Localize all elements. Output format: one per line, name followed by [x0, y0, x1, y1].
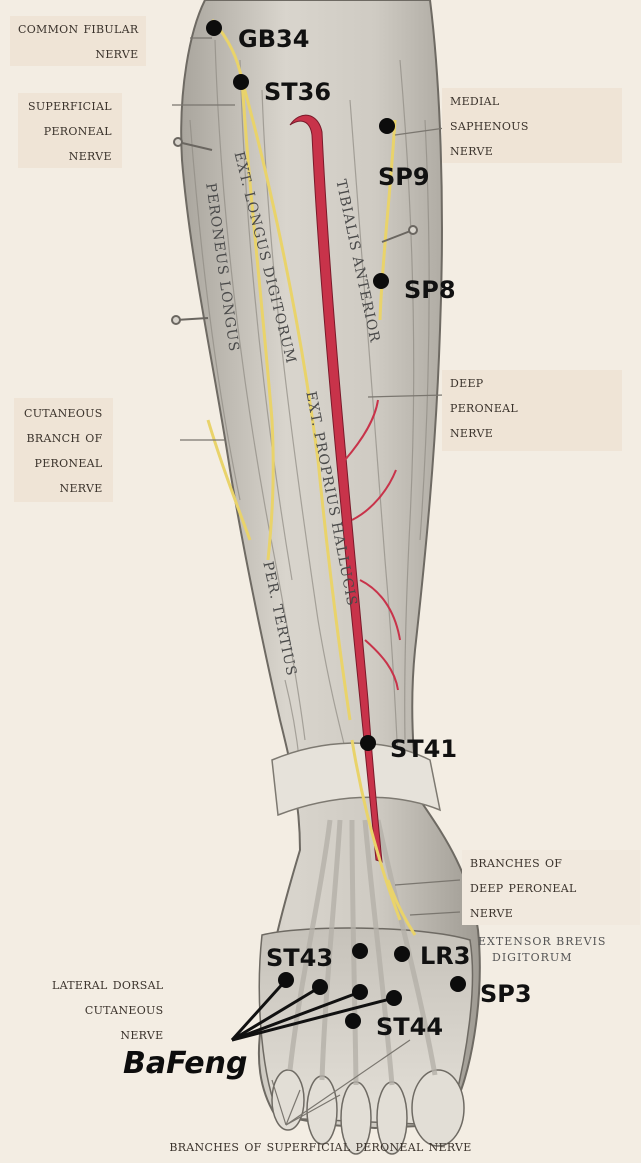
point-bafeng-dot-3: [352, 984, 368, 1000]
point-gb34-dot: [206, 20, 222, 36]
label-line: NERVE: [24, 475, 103, 500]
point-bafeng-dot-4: [386, 990, 402, 1006]
point-sp9-label: SP9: [378, 165, 430, 189]
point-st41-label: ST41: [390, 737, 457, 761]
point-sp3-label: SP3: [480, 982, 532, 1006]
label-line: PERONEAL: [24, 450, 103, 475]
label-line: DEEP PERONEAL: [470, 875, 640, 900]
point-st36-dot: [233, 74, 249, 90]
label-line: SUPERFICIAL: [28, 93, 112, 118]
label-common-fibular-nerve: COMMON FIBULAR NERVE: [10, 16, 146, 66]
label-line: NERVE: [52, 1022, 163, 1047]
label-line: COMMON FIBULAR: [18, 16, 138, 41]
label-line: CUTANEOUS: [52, 997, 163, 1022]
label-deep-peroneal-nerve: DEEP PERONEAL NERVE: [442, 370, 622, 451]
point-sp8-dot: [373, 273, 389, 289]
label-superficial-peroneal-nerve: SUPERFICIAL PERONEAL NERVE: [18, 93, 122, 168]
label-line: CUTANEOUS: [24, 400, 103, 425]
label-line: MEDIAL: [450, 88, 622, 113]
label-line: NERVE: [450, 420, 622, 445]
point-st43-dot: [352, 943, 368, 959]
label-line: PERONEAL: [450, 395, 622, 420]
label-line: NERVE: [450, 138, 622, 163]
point-st44-dot: [345, 1013, 361, 1029]
label-line: BRANCHES OF: [470, 850, 640, 875]
label-line: NERVE: [18, 41, 138, 66]
label-line: BRANCH OF: [24, 425, 103, 450]
label-branches-of-deep-peroneal-nerve: BRANCHES OF DEEP PERONEAL NERVE: [462, 850, 640, 925]
engraving-extensor-brevis: EXTENSOR BREVIS: [478, 935, 606, 948]
label-line: SAPHENOUS: [450, 113, 622, 138]
point-bafeng-dot-1: [278, 972, 294, 988]
label-lateral-dorsal-cutaneous-nerve: LATERAL DORSAL CUTANEOUS NERVE: [40, 972, 175, 1047]
point-gb34-label: GB34: [238, 27, 309, 51]
point-bafeng-dot-2: [312, 979, 328, 995]
label-line: NERVE: [28, 143, 112, 168]
point-st41-dot: [360, 735, 376, 751]
point-sp8-label: SP8: [404, 278, 456, 302]
label-cutaneous-branch-of-peroneal-nerve: CUTANEOUS BRANCH OF PERONEAL NERVE: [14, 398, 113, 502]
point-bafeng-label: BaFeng: [123, 1046, 247, 1081]
label-line: DEEP: [450, 370, 622, 395]
point-sp3-dot: [450, 976, 466, 992]
point-lr3-dot: [394, 946, 410, 962]
label-line: LATERAL DORSAL: [52, 972, 163, 997]
point-st44-label: ST44: [376, 1015, 443, 1039]
point-st43-label: ST43: [266, 946, 333, 970]
label-branches-of-superficial-peroneal-nerve: BRANCHES OF SUPERFICIAL PERONEAL NERVE: [0, 1137, 641, 1155]
point-st36-label: ST36: [264, 80, 331, 104]
label-medial-saphenous-nerve: MEDIAL SAPHENOUS NERVE: [442, 88, 622, 163]
label-line: PERONEAL: [28, 118, 112, 143]
point-sp9-dot: [379, 118, 395, 134]
point-lr3-label: LR3: [420, 944, 470, 968]
engraving-digitorum: DIGITORUM: [492, 951, 572, 964]
label-line: NERVE: [470, 900, 640, 925]
